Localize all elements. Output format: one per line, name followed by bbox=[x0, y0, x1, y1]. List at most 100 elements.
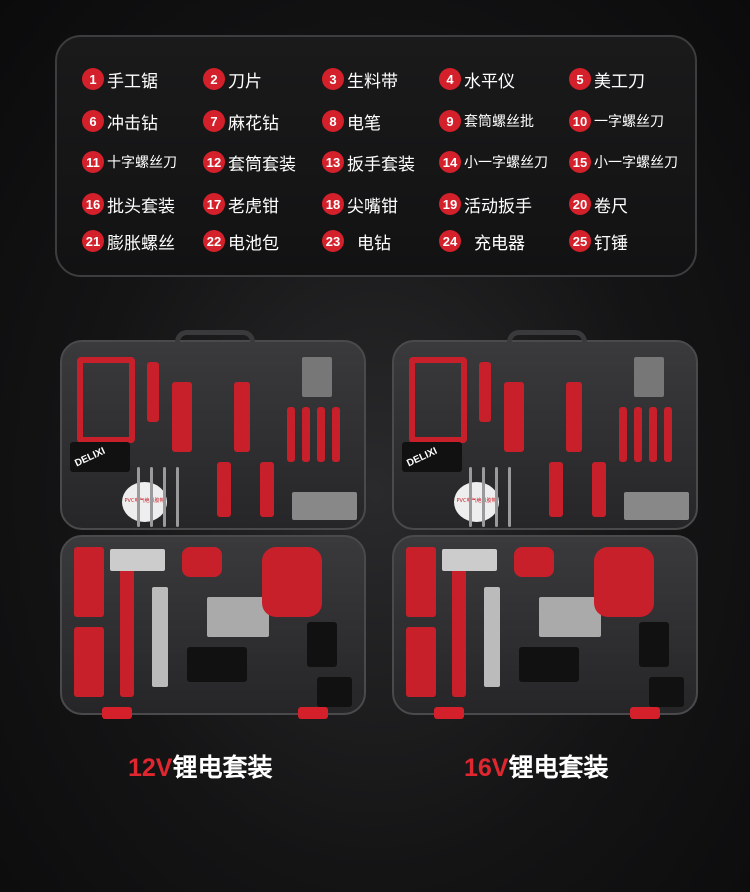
small-screwdriver bbox=[302, 407, 310, 462]
item-label: 尖嘴钳 bbox=[347, 196, 398, 217]
item-label: 钉锤 bbox=[594, 233, 628, 254]
small-screwdriver bbox=[664, 407, 672, 462]
small-screwdriver bbox=[649, 407, 657, 462]
item-label: 电笔 bbox=[347, 113, 381, 134]
drill-bit bbox=[150, 467, 153, 527]
item-number-badge: 4 bbox=[439, 68, 461, 90]
item-number-badge: 19 bbox=[439, 193, 461, 215]
case-latch bbox=[434, 707, 464, 719]
item-label: 膨胀螺丝 bbox=[107, 233, 175, 254]
item-label: 小一字螺丝刀 bbox=[464, 155, 548, 171]
small-screwdriver bbox=[317, 407, 325, 462]
case-latch bbox=[298, 707, 328, 719]
adjustable-wrench bbox=[484, 587, 500, 687]
kit-name: 锂电套装 bbox=[508, 754, 609, 782]
drill-bit bbox=[469, 467, 472, 527]
item-number-badge: 23 bbox=[322, 230, 344, 252]
item-number-badge: 15 bbox=[569, 151, 591, 173]
bit-set bbox=[624, 492, 689, 520]
item-number-badge: 25 bbox=[569, 230, 591, 252]
drill-bit bbox=[163, 467, 166, 527]
item-label: 电钻 bbox=[357, 233, 391, 254]
hammer-head bbox=[110, 549, 165, 571]
needle-nose-pliers bbox=[406, 627, 436, 697]
item-label: 卷尺 bbox=[594, 196, 628, 217]
item-number-badge: 24 bbox=[439, 230, 461, 252]
item-number-badge: 6 bbox=[82, 110, 104, 132]
hacksaw-handle bbox=[402, 442, 462, 472]
item-number-badge: 13 bbox=[322, 151, 344, 173]
item-label: 水平仪 bbox=[464, 71, 515, 92]
expansion-screw-box bbox=[539, 597, 601, 637]
drill-bit bbox=[482, 467, 485, 527]
charger bbox=[649, 677, 684, 707]
item-number-badge: 18 bbox=[322, 193, 344, 215]
item-number-badge: 21 bbox=[82, 230, 104, 252]
needle-nose-pliers bbox=[74, 627, 104, 697]
legend-item: 23 电钻 bbox=[322, 229, 391, 254]
socket-screwdriver bbox=[234, 382, 250, 452]
item-number-badge: 22 bbox=[203, 230, 225, 252]
item-label: 手工锯 bbox=[107, 71, 158, 92]
small-screwdriver bbox=[332, 407, 340, 462]
drill-bit bbox=[137, 467, 140, 527]
item-number-badge: 10 bbox=[569, 110, 591, 132]
hacksaw bbox=[77, 357, 135, 443]
screwdriver bbox=[217, 462, 231, 517]
tape-roll: PVC电气绝缘胶带 bbox=[122, 482, 167, 522]
toolkit-case-12v: DELIXI PVC电气绝缘胶带 bbox=[60, 330, 366, 730]
small-screwdriver bbox=[619, 407, 627, 462]
item-number-badge: 11 bbox=[82, 151, 104, 173]
hacksaw-handle bbox=[70, 442, 130, 472]
kit-voltage: 12V bbox=[128, 754, 173, 782]
screwdriver bbox=[592, 462, 606, 517]
utility-knife bbox=[479, 362, 491, 422]
adjustable-wrench bbox=[152, 587, 168, 687]
item-number-badge: 20 bbox=[569, 193, 591, 215]
kit-voltage: 16V bbox=[464, 754, 509, 782]
case-latch bbox=[102, 707, 132, 719]
item-label: 十字螺丝刀 bbox=[107, 155, 177, 171]
small-screwdriver bbox=[634, 407, 642, 462]
item-label: 充电器 bbox=[474, 233, 525, 254]
item-label: 套筒螺丝批 bbox=[464, 114, 534, 130]
item-number-badge: 3 bbox=[322, 68, 344, 90]
screwdriver bbox=[260, 462, 274, 517]
drill-bit bbox=[495, 467, 498, 527]
drill-bit bbox=[508, 467, 511, 527]
item-number-badge: 2 bbox=[203, 68, 225, 90]
toolkit-case-16v: DELIXI PVC电气绝缘胶带 bbox=[392, 330, 698, 730]
battery-pack bbox=[187, 647, 247, 682]
case-latch bbox=[630, 707, 660, 719]
electric-drill bbox=[594, 547, 654, 617]
small-screwdriver bbox=[287, 407, 295, 462]
kit-caption-16v: 16V锂电套装 bbox=[464, 748, 609, 784]
item-number-badge: 5 bbox=[569, 68, 591, 90]
kit-caption-12v: 12V锂电套装 bbox=[128, 748, 273, 784]
item-label: 生料带 bbox=[347, 71, 398, 92]
tape-measure bbox=[514, 547, 554, 577]
socket-screwdriver bbox=[566, 382, 582, 452]
hacksaw bbox=[409, 357, 467, 443]
tape-roll: PVC电气绝缘胶带 bbox=[454, 482, 499, 522]
item-label: 刀片 bbox=[228, 71, 262, 92]
tape-label: PVC电气绝缘胶带 bbox=[124, 498, 165, 504]
item-number-badge: 16 bbox=[82, 193, 104, 215]
combination-pliers bbox=[406, 547, 436, 617]
